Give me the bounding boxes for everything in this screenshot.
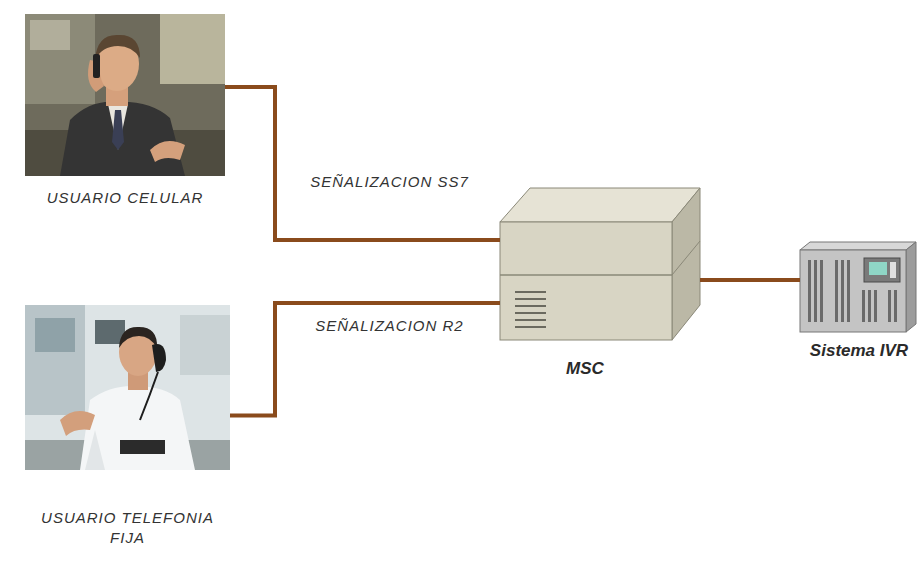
node-caption: USUARIO CELULAR — [15, 188, 235, 208]
fixed-line-user: USUARIO TELEFONIA FIJA — [25, 305, 230, 470]
ivr-server — [800, 242, 916, 332]
signal-link — [225, 87, 500, 240]
mobile-user-photo — [25, 14, 225, 176]
signal-link — [230, 303, 500, 416]
node-caption: Sistema IVR — [800, 340, 918, 363]
msc-cabinet — [500, 188, 700, 340]
signal-link — [700, 278, 800, 282]
node-caption: USUARIO TELEFONIA FIJA — [28, 508, 228, 549]
signaling-label: SEÑALIZACION SS7 — [305, 172, 474, 192]
signaling-label: SEÑALIZACION R2 — [305, 316, 474, 336]
node-caption: MSC — [525, 358, 645, 381]
fixed-line-user-photo — [25, 305, 230, 470]
msc-node: MSC — [500, 186, 700, 342]
ivr-node: Sistema IVR — [800, 242, 918, 334]
mobile-user: USUARIO CELULAR — [25, 14, 225, 176]
